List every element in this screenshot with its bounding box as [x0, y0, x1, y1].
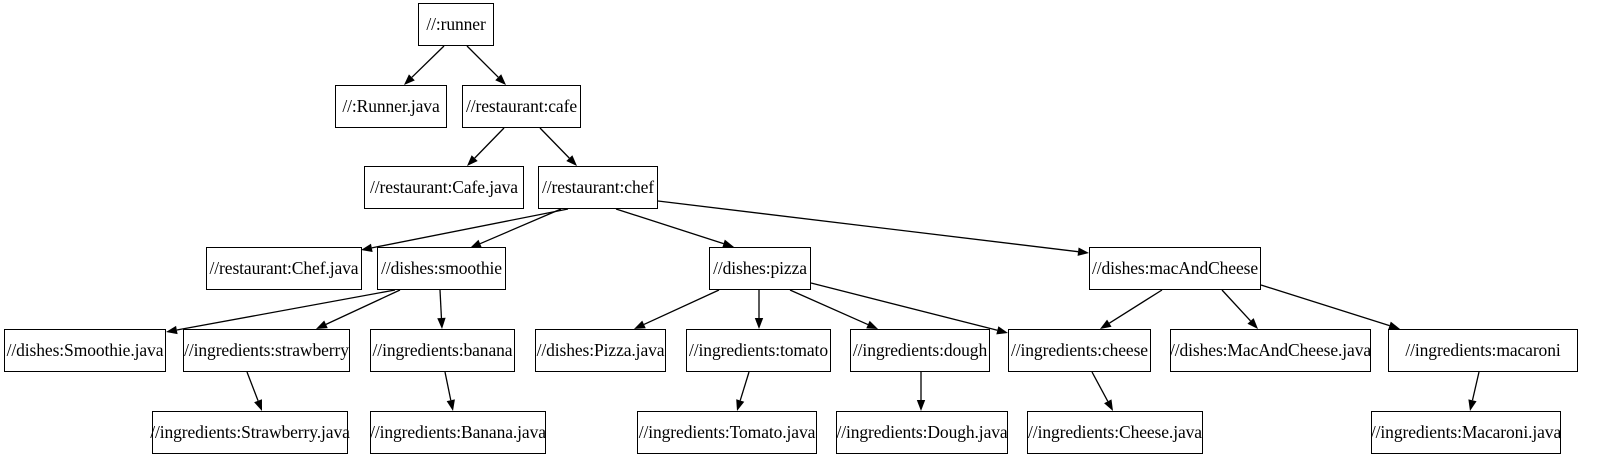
- graph-node-pizza_java[interactable]: //dishes:Pizza.java: [535, 329, 666, 372]
- graph-node-label: //dishes:Smoothie.java: [6, 339, 164, 360]
- graph-node-smoothie_java[interactable]: //dishes:Smoothie.java: [4, 329, 166, 372]
- graph-node-label: //restaurant:Cafe.java: [370, 176, 518, 197]
- graph-node-label: //ingredients:strawberry: [184, 339, 349, 360]
- graph-node-label: //ingredients:Banana.java: [370, 421, 546, 442]
- graph-node-label: //restaurant:cafe: [465, 95, 577, 116]
- graph-node-label: //dishes:pizza: [713, 257, 807, 278]
- graph-node-strawberry[interactable]: //ingredients:strawberry: [183, 329, 350, 372]
- graph-node-pizza[interactable]: //dishes:pizza: [709, 247, 811, 290]
- graph-node-strawberry_java[interactable]: //ingredients:Strawberry.java: [150, 411, 350, 454]
- graph-node-cafe_java[interactable]: //restaurant:Cafe.java: [364, 166, 524, 209]
- graph-node-macandcheese[interactable]: //dishes:macAndCheese: [1089, 247, 1261, 290]
- graph-node-dough[interactable]: //ingredients:dough: [850, 329, 990, 372]
- graph-node-chef_java[interactable]: //restaurant:Chef.java: [206, 247, 362, 290]
- graph-node-label: //ingredients:cheese: [1011, 339, 1148, 360]
- graph-node-label: //dishes:Pizza.java: [536, 339, 665, 360]
- graph-node-label: //ingredients:Dough.java: [836, 421, 1008, 442]
- graph-node-label: //ingredients:Cheese.java: [1028, 421, 1202, 442]
- graph-node-label: //restaurant:Chef.java: [209, 257, 359, 278]
- graph-node-label: //ingredients:banana: [372, 339, 513, 360]
- graph-node-cafe[interactable]: //restaurant:cafe: [462, 85, 581, 128]
- graph-node-label: //ingredients:Tomato.java: [638, 421, 816, 442]
- graph-node-cheese[interactable]: //ingredients:cheese: [1008, 329, 1151, 372]
- graph-node-tomato_java[interactable]: //ingredients:Tomato.java: [637, 411, 817, 454]
- graph-node-label: //ingredients:macaroni: [1405, 339, 1561, 360]
- graph-node-runner_java[interactable]: //:Runner.java: [335, 85, 447, 128]
- graph-node-macandcheese_java[interactable]: //dishes:MacAndCheese.java: [1170, 329, 1371, 372]
- graph-node-dough_java[interactable]: //ingredients:Dough.java: [836, 411, 1008, 454]
- graph-node-label: //dishes:macAndCheese: [1091, 257, 1259, 278]
- graph-node-macaroni[interactable]: //ingredients:macaroni: [1388, 329, 1578, 372]
- graph-node-banana_java[interactable]: //ingredients:Banana.java: [370, 411, 546, 454]
- graph-node-label: //ingredients:Macaroni.java: [1370, 421, 1562, 442]
- graph-node-label: //ingredients:Strawberry.java: [150, 421, 350, 442]
- graph-node-label: //restaurant:chef: [542, 176, 654, 197]
- graph-node-tomato[interactable]: //ingredients:tomato: [686, 329, 831, 372]
- graph-node-cheese_java[interactable]: //ingredients:Cheese.java: [1027, 411, 1203, 454]
- graph-node-runner[interactable]: //:runner: [418, 3, 494, 46]
- graph-node-label: //ingredients:tomato: [689, 339, 828, 360]
- graph-node-label: //dishes:smoothie: [381, 257, 502, 278]
- graph-node-label: //:Runner.java: [342, 95, 440, 116]
- graph-node-chef[interactable]: //restaurant:chef: [538, 166, 658, 209]
- graph-node-banana[interactable]: //ingredients:banana: [370, 329, 515, 372]
- graph-node-macaroni_java[interactable]: //ingredients:Macaroni.java: [1371, 411, 1561, 454]
- graph-node-label: //:runner: [426, 13, 486, 34]
- graph-node-label: //dishes:MacAndCheese.java: [1169, 339, 1372, 360]
- graph-node-label: //ingredients:dough: [852, 339, 988, 360]
- graph-node-smoothie[interactable]: //dishes:smoothie: [377, 247, 506, 290]
